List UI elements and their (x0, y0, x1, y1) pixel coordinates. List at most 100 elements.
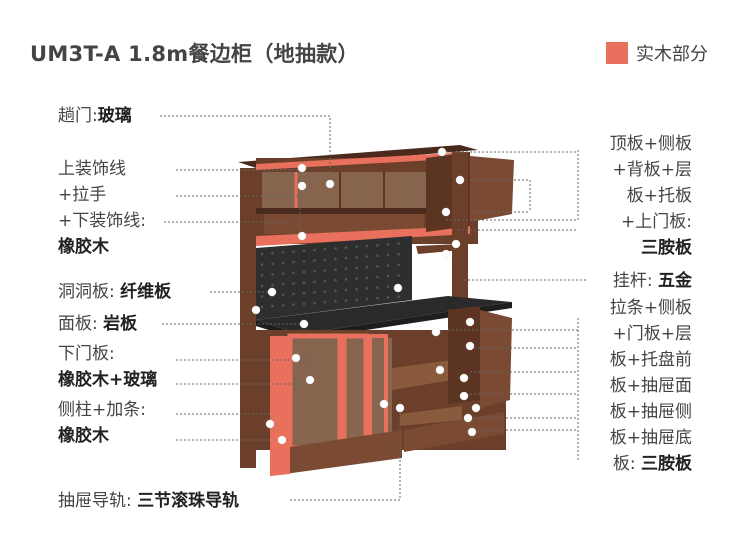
pegboard-hole (344, 278, 348, 281)
label-sliding-door: 趟门:玻璃 (58, 106, 132, 126)
pegboard-hole (302, 291, 306, 295)
pegboard-hole (323, 258, 327, 262)
pegboard-hole (397, 252, 400, 256)
pegboard-hole (271, 283, 274, 287)
label-side-post: 侧柱+加条: 橡胶木 (58, 400, 146, 446)
page-title: UM3T-A 1.8m餐边柜（地抽款） (30, 42, 359, 66)
pegboard-hole (302, 302, 306, 306)
pegboard-hole (260, 295, 264, 298)
upper-right-door (470, 156, 514, 222)
pegboard-hole (260, 284, 264, 288)
label-countertop: 面板: 岩板 (58, 314, 138, 334)
label-pegboard: 洞洞板: 纤维板 (58, 282, 172, 302)
pegboard-hole (271, 304, 274, 308)
legend: 实木部分 (606, 40, 708, 66)
pegboard-hole (376, 243, 379, 247)
pegboard-hole (260, 252, 264, 256)
pegboard-hole (292, 260, 295, 264)
label-trim: 上装饰线 +拉手 +下装饰线: 橡胶木 (58, 159, 146, 257)
pegboard-hole (302, 281, 306, 284)
label-top-panels: 顶板+侧板 +背板+层 板+托板 +上门板: 三胺板 (609, 134, 692, 258)
pegboard-hole (260, 263, 264, 266)
pegboard-hole (365, 255, 369, 258)
pegboard-hole (271, 251, 274, 255)
pegboard-hole (292, 282, 295, 285)
pegboard-hole (386, 274, 390, 278)
pegboard-hole (313, 291, 316, 294)
pegboard-hole (365, 276, 369, 280)
lower-trim (256, 226, 470, 246)
pegboard-hole (397, 263, 400, 267)
pegboard-hole (386, 285, 390, 289)
pegboard-hole (313, 269, 316, 273)
pegboard-hole (313, 301, 316, 305)
legend-label: 实木部分 (636, 44, 708, 65)
pegboard-hole (281, 304, 285, 307)
pegboard-hole (281, 293, 285, 297)
pegboard-hole (365, 297, 369, 301)
pegboard-hole (376, 296, 379, 300)
label-lower-door: 下门板: 橡胶木+玻璃 (58, 344, 158, 390)
pegboard-hole (355, 245, 358, 249)
pegboard-hole (355, 277, 358, 280)
pegboard-hole (397, 295, 400, 298)
pegboard-hole (355, 256, 358, 259)
pegboard-hole (344, 256, 348, 260)
pegboard-hole (302, 260, 306, 263)
pegboard-hole (376, 254, 379, 258)
pegboard-hole (376, 286, 379, 289)
pegboard-hole (365, 287, 369, 290)
pegboard-hole (313, 280, 316, 284)
pegboard-hole (271, 273, 274, 276)
pegboard-hole (302, 270, 306, 274)
pegboard-hole (302, 249, 306, 253)
pegboard-hole (397, 242, 400, 245)
label-hanger: 挂杆: 五金 (612, 271, 692, 291)
upper-trim (256, 152, 470, 170)
pegboard-hole (344, 246, 348, 249)
pegboard-hole (386, 296, 390, 299)
left-post (240, 168, 256, 468)
legend-swatch (606, 42, 628, 64)
pegboard-hole (323, 290, 327, 293)
pegboard-hole (313, 259, 316, 262)
label-lower-panels: 拉条+侧板 +门板+层 板+托盘前 板+抽屉面 板+抽屉侧 板+抽屉底 板: 三… (609, 298, 692, 474)
pegboard-hole (365, 265, 369, 269)
pegboard-hole (292, 271, 295, 275)
pegboard-hole (271, 262, 274, 266)
pegboard-hole (376, 275, 379, 279)
pegboard-hole (281, 272, 285, 275)
pegboard-hole (313, 248, 316, 252)
pegboard-hole (281, 261, 285, 265)
pegboard-hole (334, 247, 337, 250)
pegboard-hole (397, 274, 400, 277)
pegboard-hole (292, 292, 295, 296)
pegboard-hole (355, 266, 358, 270)
pegboard-hole (334, 257, 337, 261)
lower-right-door (480, 310, 512, 408)
pegboard-hole (334, 300, 337, 303)
pegboard-hole (344, 299, 348, 302)
pegboard-hole (281, 251, 285, 254)
pegboard-hole (344, 267, 348, 271)
pegboard-hole (323, 300, 327, 304)
pegboard-hole (292, 303, 295, 306)
pegboard (256, 236, 412, 320)
pegboard-hole (323, 247, 327, 251)
floor-drawer-right (404, 412, 504, 452)
pegboard-hole (365, 244, 369, 248)
pegboard-hole (334, 268, 337, 271)
pegboard-hole (334, 289, 337, 293)
pegboard-hole (376, 265, 379, 268)
pegboard-hole (260, 305, 264, 309)
pegboard-hole (334, 278, 337, 282)
pegboard-hole (386, 253, 390, 257)
pegboard-hole (323, 279, 327, 283)
pegboard-hole (323, 269, 327, 272)
pegboard-hole (281, 282, 285, 286)
pegboard-hole (355, 298, 358, 302)
pegboard-hole (260, 273, 264, 277)
pegboard-hole (344, 288, 348, 292)
floor-drawer-left (270, 430, 402, 476)
